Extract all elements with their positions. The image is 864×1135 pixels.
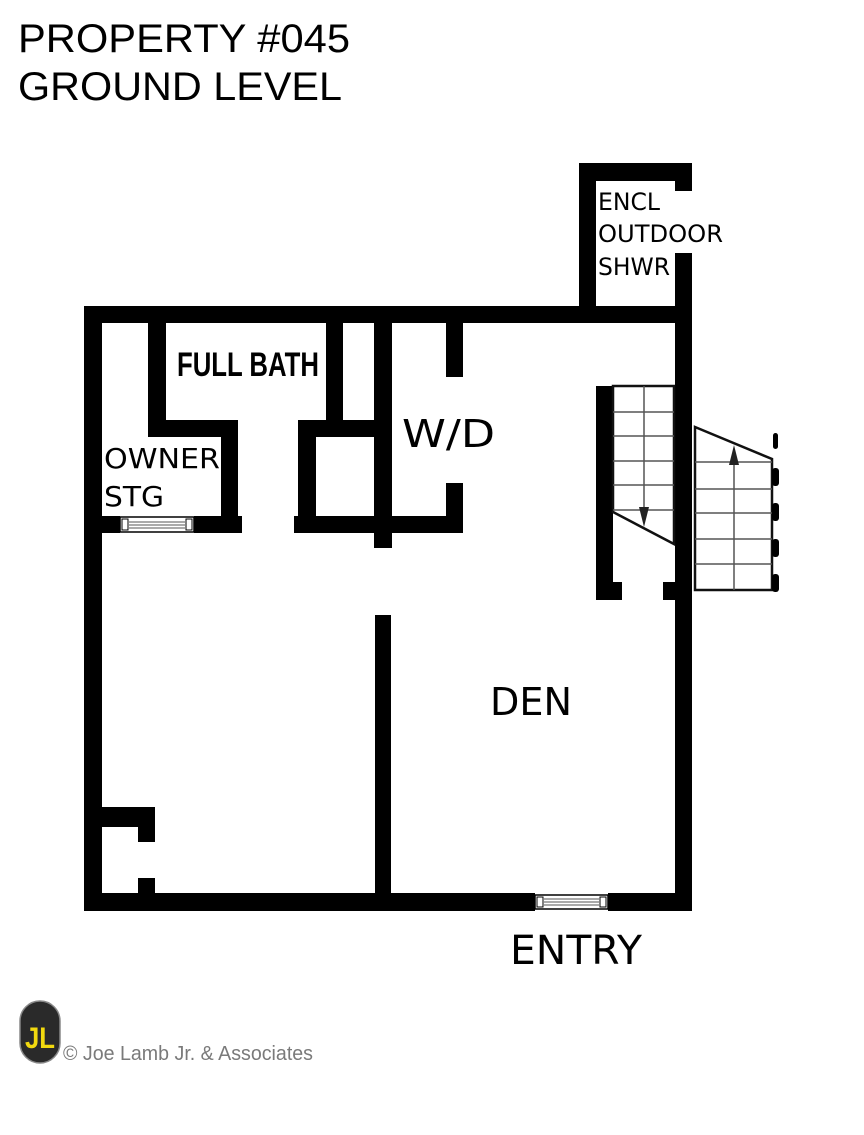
exterior-stairs: [693, 425, 779, 592]
interior-stairs: [611, 384, 676, 547]
room-label-encl: ENCL: [598, 188, 661, 216]
stair-wall-foot-right: [663, 582, 677, 600]
room-label-outdoor: OUTDOOR: [598, 220, 723, 248]
stair-wall-left: [596, 386, 613, 600]
wd-stub-top: [446, 316, 463, 377]
wall-bottom-left: [84, 893, 535, 911]
center-wall-upper: [374, 316, 392, 548]
arrow-up-icon: [729, 445, 739, 465]
wd-stub-bottom: [446, 483, 463, 533]
room-label-entry: ENTRY: [510, 928, 643, 974]
room-label-owner: OWNER: [104, 442, 220, 475]
storage-window: [119, 516, 195, 533]
title-line-1: PROPERTY #045: [18, 17, 350, 61]
room-label-full-bath: FULL BATH: [177, 346, 319, 384]
logo-text: JL: [25, 1022, 55, 1055]
room-label-shwr: SHWR: [598, 253, 670, 281]
storage-wall-right: [221, 420, 238, 533]
entry-door: [534, 894, 609, 910]
shower-wall-right-stub: [675, 163, 692, 191]
company-logo: JL: [19, 1000, 61, 1064]
storage-wall-bottom-b: [194, 516, 242, 533]
room-label-wd: W/D: [402, 412, 495, 456]
closet-stub-bottom: [138, 878, 155, 898]
wall-right: [675, 253, 692, 911]
shower-wall-top: [579, 163, 692, 181]
closet-stub-vertical: [138, 807, 155, 842]
wall-bottom-right: [608, 893, 692, 911]
closet-wall-left: [298, 420, 316, 533]
wall-left: [84, 306, 102, 911]
title-line-2: GROUND LEVEL: [18, 65, 342, 109]
room-label-stg: STG: [104, 480, 164, 513]
rail-post: [772, 468, 779, 486]
closet-wall-top: [298, 420, 391, 437]
room-label-den: DEN: [490, 680, 572, 724]
bath-wall-left: [148, 316, 166, 437]
copyright-text: © Joe Lamb Jr. & Associates: [63, 1043, 313, 1065]
rail-post: [772, 574, 779, 592]
center-wall-lower: [375, 615, 391, 900]
bath-wall-right: [326, 316, 343, 437]
storage-wall-bottom-a: [102, 516, 120, 533]
rail-post: [772, 503, 779, 521]
arrow-down-icon: [639, 507, 649, 527]
rail-post: [772, 539, 779, 557]
stair-wall-foot-left: [596, 582, 622, 600]
storage-wall-top: [148, 420, 238, 437]
wall-top: [84, 306, 692, 323]
shower-wall-left: [579, 163, 596, 313]
walls: [84, 163, 692, 911]
rail-post: [773, 433, 778, 449]
